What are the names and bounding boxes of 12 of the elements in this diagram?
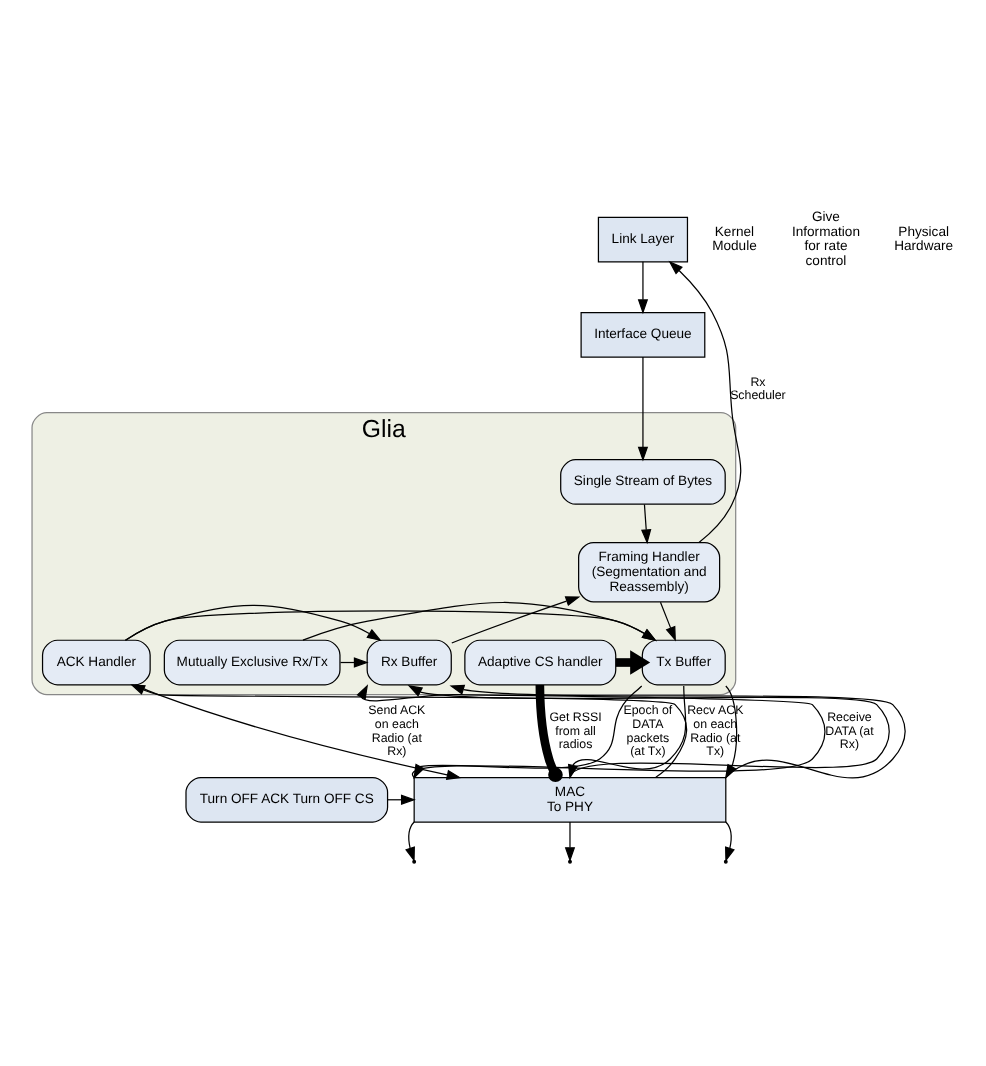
arrow: [637, 260, 649, 314]
arrow: [641, 502, 652, 544]
arrow: [659, 600, 676, 641]
arrow: [451, 595, 581, 643]
arrow: [668, 259, 742, 543]
arrow: [637, 355, 649, 461]
connector: [535, 683, 563, 782]
arrow: [725, 820, 735, 861]
arrow: [564, 820, 576, 862]
arrow: [302, 600, 657, 641]
arrow: [124, 603, 382, 641]
arrow: [615, 649, 651, 674]
